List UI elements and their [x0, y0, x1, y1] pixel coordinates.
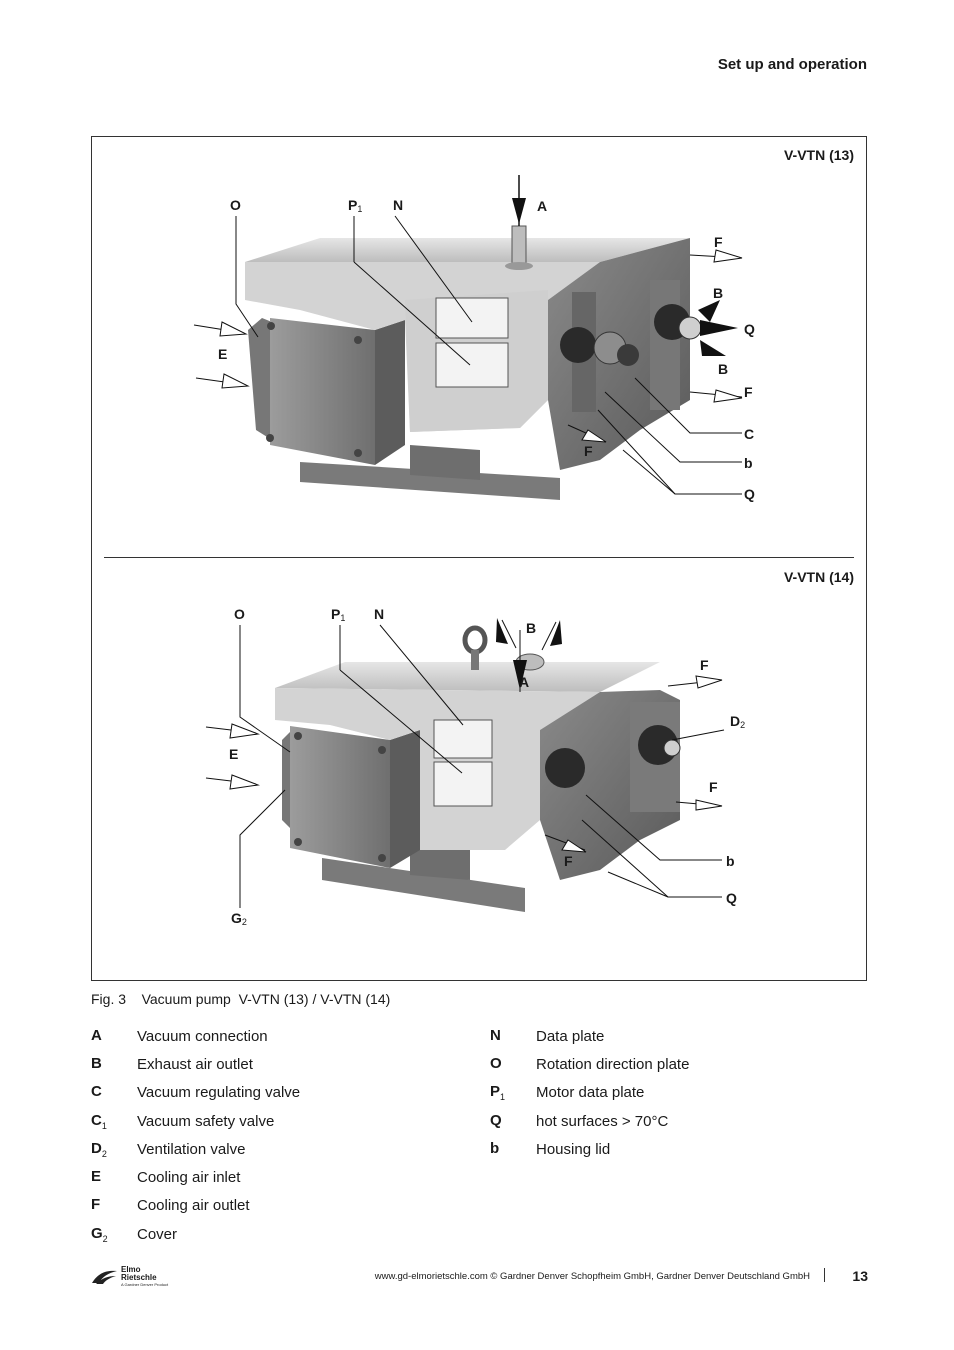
legend-row: C Vacuum regulating valve	[91, 1079, 300, 1107]
page-number: 13	[852, 1268, 868, 1284]
legend-row: E Cooling air inlet	[91, 1163, 300, 1191]
legend-row: N Data plate	[490, 1022, 689, 1050]
legend-text: hot surfaces > 70°C	[536, 1112, 669, 1130]
legend-row: P1 Motor data plate	[490, 1079, 689, 1107]
legend-text: Vacuum safety valve	[137, 1112, 275, 1130]
legend-text: Motor data plate	[536, 1084, 645, 1102]
logo-line2: Rietschle	[121, 1273, 157, 1282]
legend-row: B Exhaust air outlet	[91, 1050, 300, 1078]
legend-row: G2 Cover	[91, 1220, 300, 1248]
figure-caption: Fig. 3 Vacuum pump V-VTN (13) / V-VTN (1…	[91, 991, 391, 1007]
legend-text: Rotation direction plate	[536, 1055, 690, 1073]
callout-f: F	[564, 853, 573, 869]
legend-text: Housing lid	[536, 1140, 611, 1158]
legend-key: E	[91, 1168, 102, 1186]
callout-f: F	[584, 443, 593, 459]
legend-key: C	[91, 1083, 102, 1101]
legend-key: C1	[91, 1111, 107, 1131]
footer-separator	[824, 1268, 825, 1282]
legend-key: A	[91, 1026, 102, 1044]
callout-q: Q	[744, 321, 755, 337]
callout-o: O	[234, 606, 245, 622]
legend-text: Ventilation valve	[137, 1140, 246, 1158]
figure-divider	[104, 557, 854, 558]
legend-text: Data plate	[536, 1027, 605, 1045]
legend-left: A Vacuum connection B Exhaust air outlet C…	[91, 1022, 300, 1248]
footer-copyright: © Gardner Denver Schopfheim GmbH, Gardne…	[490, 1271, 810, 1282]
legend-key: b	[490, 1139, 500, 1157]
legend-text: Vacuum connection	[137, 1027, 268, 1045]
legend-key: N	[490, 1026, 501, 1044]
callout-a: A	[537, 198, 548, 214]
legend-row: D2 Ventilation valve	[91, 1135, 300, 1163]
footer-logo: Elmo Rietschle A Gardner Denver Product	[90, 1266, 168, 1287]
legend-text: Vacuum regulating valve	[137, 1084, 301, 1102]
page-header-section: Set up and operation	[717, 56, 867, 73]
elmo-rietschle-logo-icon	[92, 1270, 117, 1284]
callout-b: B	[526, 620, 537, 636]
legend-key: P1	[490, 1083, 506, 1103]
legend-key: G2	[91, 1224, 108, 1244]
callout-n: N	[393, 197, 404, 213]
callout-d2: D2	[730, 713, 746, 730]
footer-text: www.gd-elmorietschle.com © Gardner Denve…	[375, 1271, 810, 1282]
footer-url-link[interactable]: www.gd-elmorietschle.com	[374, 1271, 488, 1282]
legend-key: D2	[91, 1139, 107, 1159]
callout-f: F	[700, 657, 709, 673]
logo-line1: Elmo	[121, 1265, 141, 1274]
callout-g2: G2	[231, 910, 247, 927]
legend-key: F	[91, 1196, 101, 1214]
model-label-top: V-VTN (13)	[783, 147, 854, 163]
model-label-bottom: V-VTN (14)	[783, 569, 854, 585]
legend-text: Cooling air inlet	[137, 1169, 241, 1187]
legend-key: Q	[490, 1111, 502, 1129]
callout-p1: P1	[348, 197, 363, 214]
legend-row: A Vacuum connection	[91, 1022, 300, 1050]
logo-wordmark: Elmo Rietschle A Gardner Denver Product	[121, 1265, 169, 1288]
callout-b-lower: b	[744, 455, 753, 471]
callout-b: B	[713, 285, 724, 301]
legend-row: F Cooling air outlet	[91, 1192, 300, 1220]
callout-p1: P1	[331, 606, 346, 623]
legend-row: O Rotation direction plate	[490, 1050, 689, 1078]
legend-text: Cooling air outlet	[137, 1197, 250, 1215]
callout-q: Q	[726, 890, 737, 906]
legend-text: Exhaust air outlet	[137, 1055, 253, 1073]
callout-o: O	[230, 197, 241, 213]
callout-e: E	[218, 346, 228, 362]
callout-a: A	[519, 674, 530, 690]
callout-f: F	[714, 234, 723, 250]
callout-b-lower: b	[726, 853, 735, 869]
legend-row: b Housing lid	[490, 1135, 689, 1163]
callout-f: F	[744, 384, 753, 400]
callout-q: Q	[744, 486, 755, 502]
legend-key: O	[490, 1054, 502, 1072]
legend-right: N Data plate O Rotation direction plate P1…	[490, 1022, 689, 1163]
callout-e: E	[229, 746, 239, 762]
legend-text: Cover	[137, 1225, 178, 1243]
figure-frame	[91, 136, 867, 981]
legend-key: B	[91, 1054, 102, 1072]
callout-f: F	[709, 779, 718, 795]
callout-b: B	[718, 361, 729, 377]
callout-n: N	[374, 606, 385, 622]
callout-c: C	[744, 426, 755, 442]
logo-tagline: A Gardner Denver Product	[121, 1282, 169, 1287]
legend-row: C1 Vacuum safety valve	[91, 1107, 300, 1135]
